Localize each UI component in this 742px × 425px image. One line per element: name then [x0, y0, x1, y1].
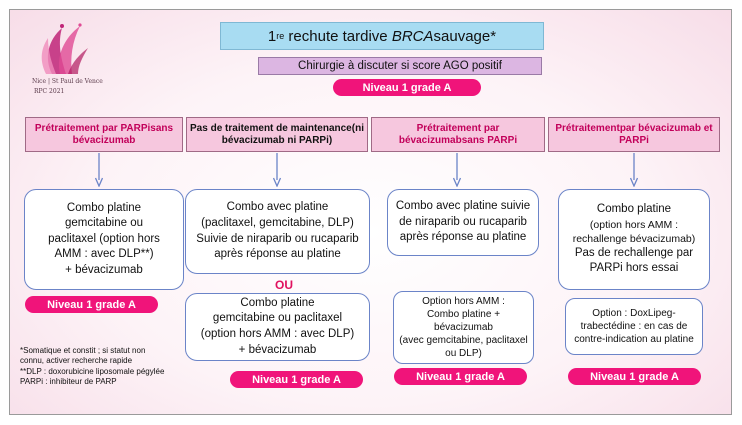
box-line: (option hors AMM :	[589, 218, 679, 231]
box-line: (option hors AMM : avec DLP)	[200, 328, 355, 340]
box-line: gemcitabine ou paclitaxel	[212, 312, 343, 325]
box-line: paclitaxel (option hors	[48, 232, 160, 245]
or-label: OU	[275, 278, 293, 292]
box-line: AMM : avec DLP**)	[54, 248, 154, 261]
box-line: Pas de rechallenge par	[574, 246, 694, 259]
box-line: PARPi hors essai	[589, 262, 679, 275]
option-box-col-4: Option : DoxLipeg- trabectédine : en cas…	[565, 298, 703, 355]
box-line: contre-indication au platine	[574, 334, 694, 345]
box-line: ou DLP)	[445, 348, 482, 359]
box-line: après réponse au platine	[399, 231, 527, 244]
box-line: après réponse au platine	[214, 248, 341, 261]
treatment-box-col-1: Combo platine gemcitabine ou paclitaxel …	[24, 189, 184, 290]
header-col-4: Prétraitementpar bévacizumab et PARPi	[548, 117, 720, 152]
title-suffix: sauvage*	[433, 27, 497, 45]
footnote-line: *Somatique et constit ; si statut non	[20, 346, 146, 355]
box-line: trabectédine : en cas de	[580, 321, 688, 332]
header-col-3-line-2: sans PARPi	[461, 134, 518, 146]
title-italic: BRCA	[391, 27, 434, 45]
title-main: rechute tardive	[284, 27, 392, 45]
box-line: Suivie de niraparib ou rucaparib	[196, 232, 359, 245]
treatment-box-col-3: Combo avec platine suivie de niraparib o…	[387, 189, 539, 256]
box-line: Combo platine	[240, 296, 315, 309]
header-col-2-line-2: (ni bévacizumab ni PARPi)	[221, 122, 364, 146]
arrow-down-icon	[630, 153, 638, 187]
header-col-1-line-2: sans bévacizumab	[72, 122, 174, 146]
arrow-down-icon	[95, 153, 103, 187]
footnote-line: PARPi : inhibiteur de PARP	[20, 377, 117, 387]
logo-text-line-1: Nice | St Paul de Vence	[32, 78, 103, 85]
logo-text-line-2: RPC 2021	[34, 88, 65, 95]
treatment-box-col-4: Combo platine (option hors AMM : rechall…	[558, 189, 710, 290]
header-col-2: Pas de traitement de maintenance(ni béva…	[186, 117, 368, 152]
box-line: rechallenge bévacizumab)	[572, 232, 696, 245]
header-col-3: Prétraitement par bévacizumabsans PARPi	[371, 117, 545, 152]
header-col-3-line-1: Prétraitement par bévacizumab	[398, 122, 500, 146]
footnote: *Somatique et constit ; si statut non co…	[20, 346, 200, 388]
box-line: + bévacizumab	[65, 263, 143, 276]
header-col-1: Prétraitement par PARPisans bévacizumab	[25, 117, 183, 152]
header-col-1-line-1: Prétraitement par PARPi	[34, 122, 151, 134]
box-line: (avec gemcitabine, paclitaxel	[399, 335, 528, 346]
footnote-line: connu, activer recherche rapide	[20, 356, 133, 366]
logo-graphic-icon	[41, 23, 88, 74]
option-box-col-3: Option hors AMM : Combo platine + bévaci…	[393, 291, 534, 364]
box-line: Combo platine	[596, 203, 672, 216]
box-line: Combo avec platine suivie	[395, 200, 531, 213]
box-line: gemcitabine ou	[65, 217, 143, 230]
arrow-down-icon	[273, 153, 281, 187]
box-line: + bévacizumab	[238, 343, 317, 356]
grade-badge-col-4: Niveau 1 grade A	[568, 368, 701, 385]
title-prefix: 1	[267, 27, 277, 45]
grade-badge-col-3: Niveau 1 grade A	[394, 368, 527, 385]
subtitle-banner: Chirurgie à discuter si score AGO positi…	[258, 57, 542, 75]
box-line: Combo platine + bévacizumab	[426, 309, 501, 333]
arrow-down-icon	[453, 153, 461, 187]
footnote-line: **DLP : doxorubicine liposomale pégylée	[20, 366, 165, 376]
grade-badge-col-1: Niveau 1 grade A	[25, 296, 158, 313]
treatment-box-col-2-alt: Combo platine gemcitabine ou paclitaxel …	[185, 293, 370, 361]
title-superscript: re	[276, 31, 285, 41]
box-line: de niraparib ou rucaparib	[399, 215, 527, 228]
header-col-2-line-1: Pas de traitement de maintenance	[190, 122, 352, 134]
box-line: Option hors AMM :	[422, 296, 505, 307]
box-line: (paclitaxel, gemcitabine, DLP)	[201, 216, 354, 229]
box-line: Combo platine	[66, 201, 142, 214]
header-col-4-line-2: par bévacizumab et PARPi	[619, 122, 713, 146]
logo: Nice | St Paul de Vence RPC 2021	[22, 18, 103, 100]
top-grade-badge: Niveau 1 grade A	[333, 79, 481, 96]
grade-badge-col-2: Niveau 1 grade A	[230, 371, 363, 388]
treatment-box-col-2: Combo avec platine (paclitaxel, gemcitab…	[185, 189, 370, 274]
box-line: Option : DoxLipeg-	[592, 308, 676, 319]
header-col-4-line-1: Prétraitement	[555, 122, 620, 134]
box-line: Combo avec platine	[226, 201, 329, 214]
